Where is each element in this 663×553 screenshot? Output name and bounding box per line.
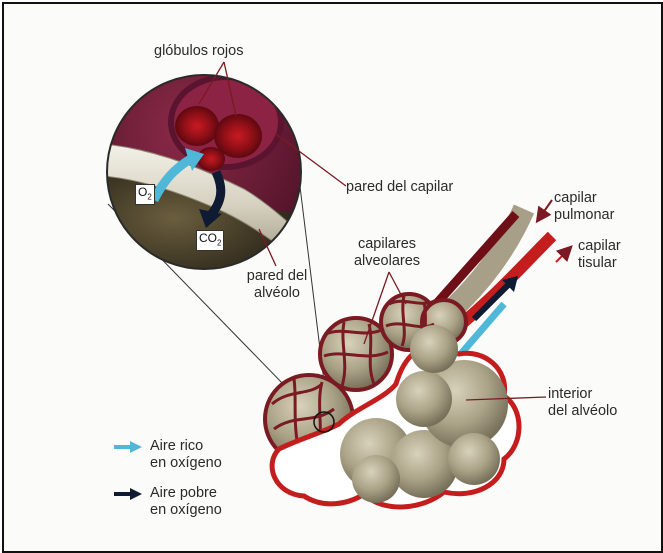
label-pared-alveolo: pared del alvéolo xyxy=(242,268,312,302)
label-co2: CO2 xyxy=(196,230,224,251)
legend-arrow-poor xyxy=(114,488,142,500)
label-capilar-pulmonar-line1: capilar xyxy=(554,190,614,207)
label-globulos-rojos: glóbulos rojos xyxy=(154,43,243,60)
co2-subscript: 2 xyxy=(217,238,221,247)
legend-rich: Aire rico en oxígeno xyxy=(150,438,222,472)
label-capilares-alveolares: capilares alveolares xyxy=(347,236,427,270)
red-blood-cell xyxy=(175,106,219,146)
label-interior-alveolo: interior del alvéolo xyxy=(548,386,617,420)
label-interior-line2: del alvéolo xyxy=(548,403,617,420)
label-pared-alveolo-line1: pared del xyxy=(242,268,312,285)
label-capilar-pulmonar: capilar pulmonar xyxy=(554,190,614,224)
legend-rich-line1: Aire rico xyxy=(150,438,222,455)
label-pared-alveolo-line2: alvéolo xyxy=(242,285,312,302)
arrow-capilar-pulmonar xyxy=(538,200,552,220)
legend-poor-line2: en oxígeno xyxy=(150,502,222,519)
label-capilar-tisular-line2: tisular xyxy=(578,255,621,272)
alveolus-illustration xyxy=(4,4,661,551)
legend-arrow-rich xyxy=(114,441,142,453)
legend-poor-line1: Aire pobre xyxy=(150,485,222,502)
label-capilar-tisular-line1: capilar xyxy=(578,238,621,255)
label-capilar-tisular: capilar tisular xyxy=(578,238,621,272)
label-o2: O2 xyxy=(135,184,155,205)
o2-subscript: 2 xyxy=(147,192,151,201)
label-capilares-line1: capilares xyxy=(347,236,427,253)
label-interior-line1: interior xyxy=(548,386,617,403)
o2-text: O xyxy=(138,185,147,199)
co2-text: CO xyxy=(199,231,217,245)
label-capilares-line2: alveolares xyxy=(347,253,427,270)
red-blood-cell xyxy=(197,147,225,171)
label-capilar-pulmonar-line2: pulmonar xyxy=(554,207,614,224)
legend-rich-line2: en oxígeno xyxy=(150,455,222,472)
legend-poor: Aire pobre en oxígeno xyxy=(150,485,222,519)
label-pared-capilar: pared del capilar xyxy=(346,179,453,196)
arrow-capilar-tisular xyxy=(556,248,570,262)
